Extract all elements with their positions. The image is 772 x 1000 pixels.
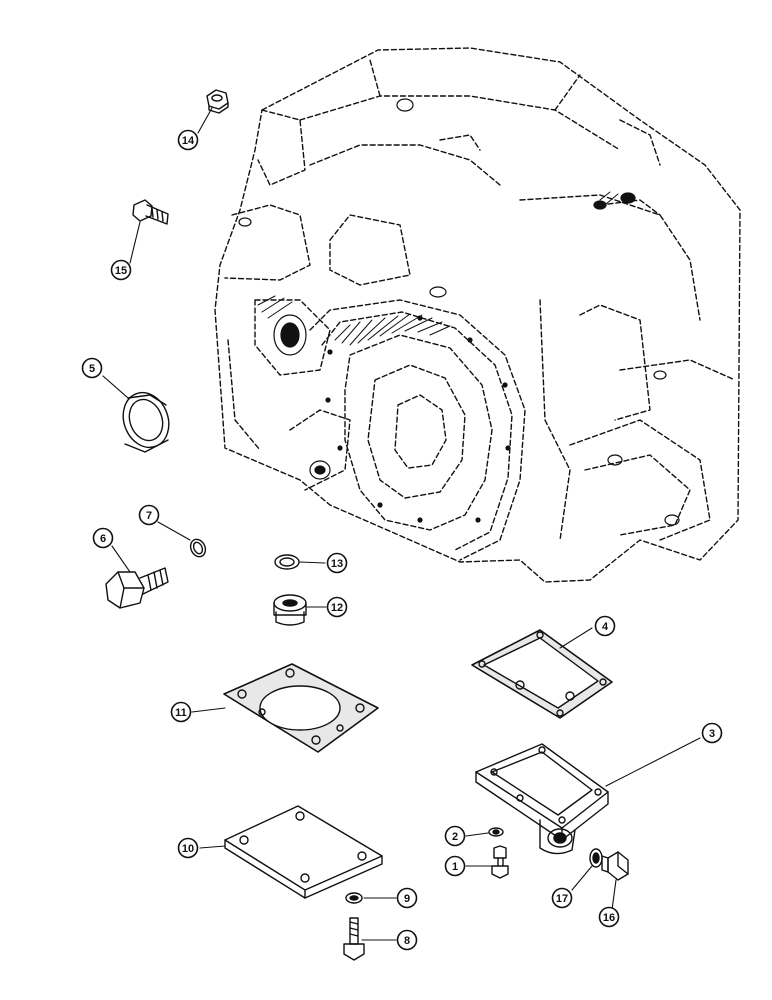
callout-number: 13 <box>331 558 343 570</box>
callout-number: 9 <box>404 893 410 905</box>
callout-12: 12 <box>326 596 348 618</box>
callout-bubble <box>396 887 418 909</box>
callout-bubble <box>170 701 192 723</box>
callout-bubble <box>444 825 466 847</box>
callout-number: 4 <box>602 621 609 633</box>
callout-3: 3 <box>701 722 723 744</box>
callout-10: 10 <box>177 837 199 859</box>
callout-number: 2 <box>452 831 458 843</box>
callout-4: 4 <box>594 615 616 637</box>
callout-13: 13 <box>326 552 348 574</box>
callout-bubble <box>396 929 418 951</box>
callout-number: 3 <box>709 728 715 740</box>
part-3-cover-housing <box>475 743 609 855</box>
callout-11: 11 <box>170 701 192 723</box>
callout-bubble <box>81 357 103 379</box>
callout-bubble <box>701 722 723 744</box>
part-15-stud-bolt <box>132 199 169 225</box>
callout-2: 2 <box>444 825 466 847</box>
callout-bubble <box>177 129 199 151</box>
part-7-o-ring <box>189 538 207 558</box>
callout-bubble <box>92 527 114 549</box>
callout-number: 1 <box>452 861 458 873</box>
part-16-drain-plug <box>601 851 629 881</box>
callout-14: 14 <box>177 129 199 151</box>
transmission-housing <box>214 47 741 583</box>
callout-number: 8 <box>404 935 410 947</box>
callout-number: 14 <box>182 135 195 147</box>
callout-number: 5 <box>89 363 95 375</box>
housing-bolt-holes <box>238 98 680 526</box>
part-17-plug-washer <box>589 848 603 868</box>
callout-7: 7 <box>138 504 160 526</box>
callout-bubble <box>551 887 573 909</box>
callout-number: 17 <box>556 893 568 905</box>
callout-number: 15 <box>115 265 127 277</box>
callout-9: 9 <box>396 887 418 909</box>
part-13-sealing-ring <box>274 554 300 570</box>
leader-lines <box>102 107 701 941</box>
part-14-hex-nut <box>206 89 229 114</box>
callout-5: 5 <box>81 357 103 379</box>
part-11-plate-gasket <box>223 663 379 753</box>
callout-bubble <box>444 855 466 877</box>
callout-1: 1 <box>444 855 466 877</box>
part-5-oil-seal <box>122 391 170 453</box>
bore-hatching <box>257 191 619 346</box>
callout-number: 11 <box>175 707 187 719</box>
callout-bubble <box>326 596 348 618</box>
callout-number: 7 <box>146 510 152 522</box>
callout-bubble <box>326 552 348 574</box>
callout-number: 12 <box>331 602 343 614</box>
callout-15: 15 <box>110 259 132 281</box>
callout-number: 10 <box>182 843 194 855</box>
callout-6: 6 <box>92 527 114 549</box>
callout-number: 16 <box>603 912 615 924</box>
part-2-lock-washer <box>488 827 504 837</box>
callout-bubble <box>110 259 132 281</box>
part-4-cover-gasket <box>471 629 613 719</box>
part-8-cap-screw <box>343 917 365 961</box>
part-1-bolt <box>491 845 509 879</box>
part-10-cover-plate <box>224 805 383 899</box>
part-9-lock-washer <box>345 892 363 904</box>
callout-number: 6 <box>100 533 106 545</box>
part-6-hex-bolt <box>105 567 169 609</box>
callout-bubble <box>598 906 620 928</box>
callout-17: 17 <box>551 887 573 909</box>
callout-bubble <box>594 615 616 637</box>
callout-bubble <box>177 837 199 859</box>
callout-8: 8 <box>396 929 418 951</box>
callout-16: 16 <box>598 906 620 928</box>
part-12-pipe-plug <box>273 594 307 626</box>
callout-bubble <box>138 504 160 526</box>
